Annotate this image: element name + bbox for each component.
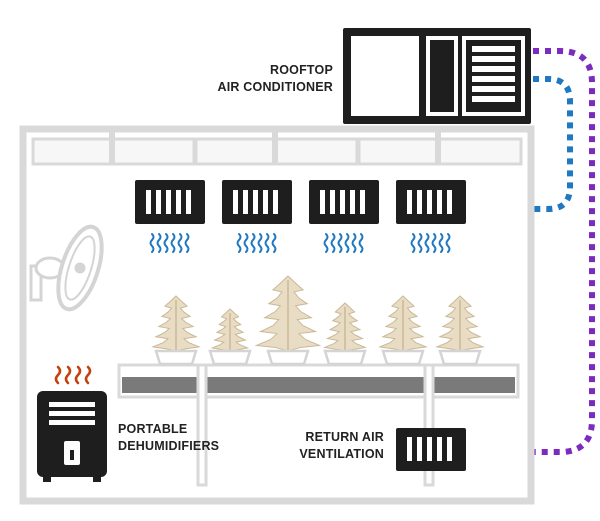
dehumidifier-label: PORTABLE DEHUMIDIFIERS xyxy=(118,421,219,455)
plant-icon xyxy=(323,302,367,366)
return-vent-icon xyxy=(396,428,466,471)
ceiling-vent-icon xyxy=(309,180,379,224)
airflow-icons xyxy=(149,233,451,253)
plant-icon xyxy=(378,295,428,366)
grow-table xyxy=(117,363,520,487)
rooftop-ac-label-line-1: ROOFTOP xyxy=(270,63,333,77)
return-air-label-line-1: RETURN AIR xyxy=(305,430,384,444)
return-air-label-line-2: VENTILATION xyxy=(299,447,384,461)
airflow-icon xyxy=(149,233,190,253)
rooftop-ac-label-line-2: AIR CONDITIONER xyxy=(217,80,333,94)
plant-icon xyxy=(435,295,485,366)
plant-icon xyxy=(151,295,201,366)
rooftop-ac-icon xyxy=(343,28,531,124)
ceiling-vent-icon xyxy=(396,180,466,224)
return-air-label: RETURN AIR VENTILATION xyxy=(290,429,384,463)
heat-icon xyxy=(54,365,92,385)
wall-fan-icon xyxy=(29,224,104,312)
plant-pot xyxy=(323,349,367,366)
ceiling-vent-icon xyxy=(222,180,292,224)
plant-pot xyxy=(208,349,252,366)
plant-pot xyxy=(266,349,310,366)
rooftop-ac-label: ROOFTOP AIR CONDITIONER xyxy=(214,62,333,96)
plants xyxy=(151,275,485,366)
dehumidifier-icon xyxy=(37,365,107,482)
dehumidifier-label-line-1: PORTABLE xyxy=(118,422,188,436)
airflow-icon xyxy=(236,233,277,253)
return-air-duct-line xyxy=(466,48,595,455)
plant-icon xyxy=(254,275,322,366)
ceiling-vents xyxy=(135,180,466,224)
plant-pot xyxy=(381,349,425,366)
plant-pot xyxy=(154,349,198,366)
airflow-icon xyxy=(323,233,364,253)
airflow-icon xyxy=(410,233,451,253)
dehumidifier-label-line-2: DEHUMIDIFIERS xyxy=(118,439,220,453)
ceiling-vent-icon xyxy=(135,180,205,224)
plant-pot xyxy=(438,349,482,366)
plant-icon xyxy=(208,308,252,366)
